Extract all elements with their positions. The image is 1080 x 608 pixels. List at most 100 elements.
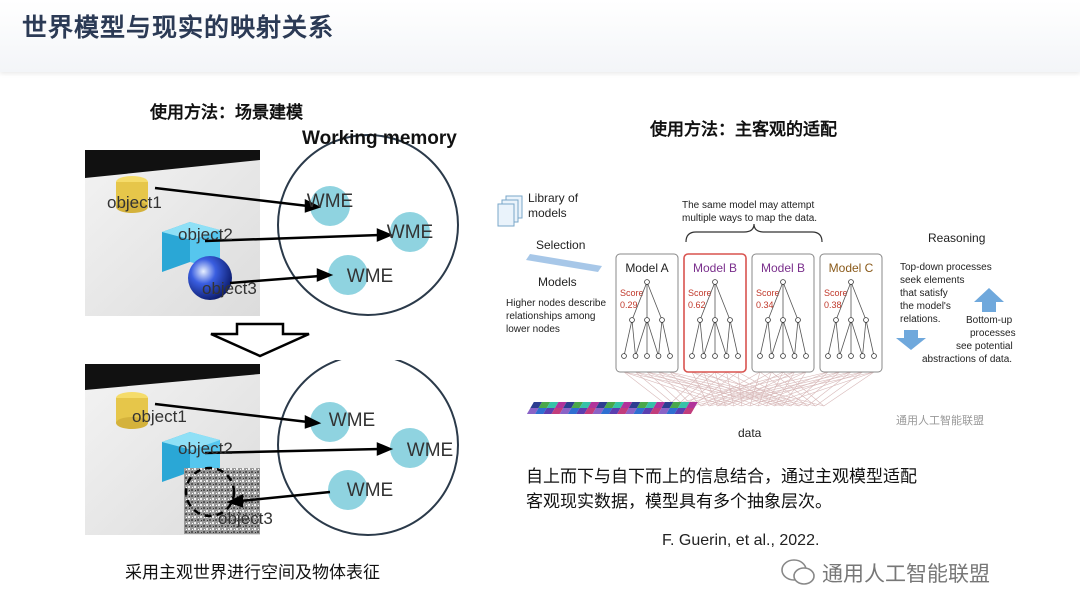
data-cell xyxy=(636,402,649,408)
tree-edge xyxy=(771,319,784,357)
data-cell xyxy=(641,408,654,414)
tree-node xyxy=(871,353,877,359)
mapping-line xyxy=(703,371,718,407)
data-cell xyxy=(677,402,690,408)
brace xyxy=(685,223,823,243)
data-cell xyxy=(587,402,600,408)
mapping-line xyxy=(708,371,863,407)
mapping-line xyxy=(700,371,852,407)
tree-edge xyxy=(835,319,840,357)
mapping-line xyxy=(823,371,875,407)
tree-node xyxy=(712,353,718,359)
bottomup-text: abstractions of data. xyxy=(922,354,1012,365)
models-desc: relationships among xyxy=(506,311,596,322)
score-label: Score xyxy=(756,288,780,298)
working-memory-label: Working memory xyxy=(302,128,457,149)
data-cell xyxy=(554,402,567,408)
tree-node xyxy=(765,317,771,323)
wme-node xyxy=(328,470,368,510)
data-cell xyxy=(571,402,584,408)
data-cell xyxy=(628,402,641,408)
tree-node xyxy=(700,353,707,359)
tree-edge xyxy=(865,319,875,357)
data-cell xyxy=(567,408,580,414)
tree-node xyxy=(712,279,718,285)
mapping-line xyxy=(717,371,875,407)
tree-node xyxy=(803,353,809,359)
mapping-line xyxy=(815,371,863,407)
tree-node xyxy=(825,353,831,359)
right-text-line2: 客观现实数据，模型具有多个抽象层次。 xyxy=(526,492,832,512)
tree-edge xyxy=(797,319,807,357)
mapping-line xyxy=(684,371,829,407)
tree-node xyxy=(848,317,854,323)
data-cell xyxy=(576,408,588,414)
wme-label: WME xyxy=(347,266,393,287)
tree-node xyxy=(859,353,866,359)
mapping-line xyxy=(691,371,710,407)
tree-node xyxy=(712,317,718,323)
data-cell xyxy=(530,402,543,408)
down-arrow-icon xyxy=(896,330,926,350)
data-cell xyxy=(600,408,613,414)
data-cell xyxy=(526,408,539,414)
mapping-line xyxy=(737,371,800,407)
data-cell xyxy=(546,402,559,408)
mapping-line xyxy=(771,371,816,407)
tree-node xyxy=(780,353,786,359)
models-label: Models xyxy=(538,275,577,289)
left-header: 使用方法：场景建模 xyxy=(150,103,303,123)
scene-wall xyxy=(85,150,260,178)
tree-edge xyxy=(729,319,739,357)
reasoning-label: Reasoning xyxy=(928,231,985,245)
tree-edge xyxy=(714,319,727,357)
tree-edge xyxy=(714,281,731,321)
score-label: Score xyxy=(688,288,712,298)
data-cell xyxy=(686,402,698,408)
tree-edge xyxy=(782,319,795,357)
data-cell xyxy=(649,408,662,414)
mapping-line xyxy=(714,371,726,407)
mapping-line xyxy=(692,371,739,407)
tree-edge xyxy=(767,319,772,357)
tree-node xyxy=(621,353,627,359)
right-text-line1: 自上而下与自下而上的信息结合，通过主观模型适配 xyxy=(526,467,917,487)
wme-node xyxy=(390,212,430,252)
mapping-line xyxy=(684,371,727,407)
data-cell xyxy=(633,408,646,414)
wme-label: WME xyxy=(407,440,453,461)
tree-edge xyxy=(862,319,867,357)
topdown-text: the model's xyxy=(900,301,951,312)
working-memory-circle xyxy=(277,134,459,316)
tree-node xyxy=(795,317,801,323)
tree-edge xyxy=(827,319,837,357)
mapping-line xyxy=(635,371,677,407)
score-value: 0.34 xyxy=(756,300,774,310)
topdown-text: Top-down processes xyxy=(900,262,992,273)
score-value: 0.62 xyxy=(688,300,706,310)
object-label: object3 xyxy=(202,279,257,298)
score-value: 0.29 xyxy=(620,300,638,310)
tree-edge xyxy=(646,281,663,321)
tree-node xyxy=(644,317,650,323)
tree-node xyxy=(833,317,839,323)
mapping-line xyxy=(790,371,829,407)
model-name: Model B xyxy=(761,261,805,275)
tree-edge xyxy=(850,281,867,321)
tree-node xyxy=(727,317,733,323)
tree-edge xyxy=(703,319,716,357)
tree-node xyxy=(689,353,695,359)
mapping-line xyxy=(691,371,767,407)
data-label: data xyxy=(738,426,762,440)
tree-edge xyxy=(839,319,852,357)
data-cell xyxy=(604,402,616,408)
tree-node xyxy=(780,317,786,323)
same-model-note: multiple ways to map the data. xyxy=(682,213,817,224)
data-cell xyxy=(645,402,657,408)
library-label-line2: models xyxy=(528,206,567,220)
data-cell xyxy=(612,402,625,408)
tree-edge xyxy=(658,319,663,357)
topdown-text: seek elements xyxy=(900,275,964,286)
score-label: Score xyxy=(824,288,848,298)
tree-edge xyxy=(850,319,863,357)
